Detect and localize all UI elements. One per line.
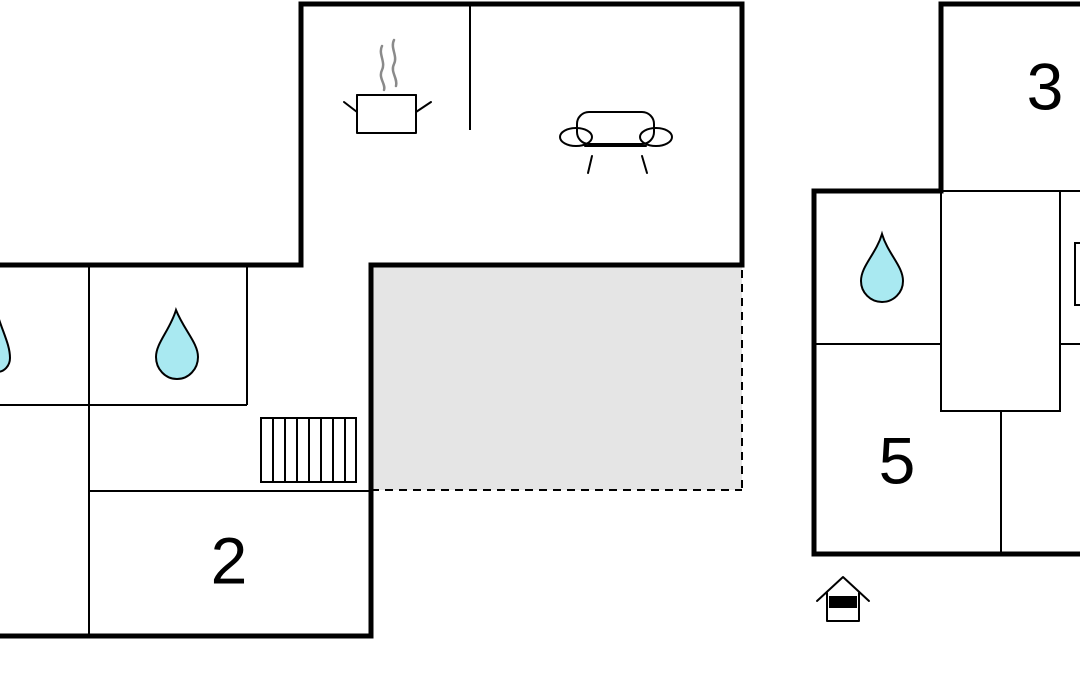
kitchen-pot-icon (343, 38, 432, 134)
room-number-5: 5 (879, 423, 916, 497)
water-drop-icon (154, 306, 200, 381)
room-number-2: 2 (211, 523, 248, 597)
sofa-icon (559, 111, 673, 174)
terrace (371, 267, 743, 491)
water-drop-icon (0, 319, 12, 373)
stairs-icon (260, 417, 357, 483)
entrance-house-icon (816, 576, 870, 622)
left-building-walls (0, 1, 745, 639)
right-building-walls (811, 1, 1080, 557)
left-building-outline (0, 1, 745, 639)
room-number-3: 3 (1027, 49, 1064, 123)
appliance-edge (1074, 242, 1080, 306)
water-drop-icon (859, 230, 905, 303)
terrace-fill (371, 267, 742, 490)
hallway-block (940, 190, 1061, 412)
right-building-outline (811, 1, 1080, 557)
